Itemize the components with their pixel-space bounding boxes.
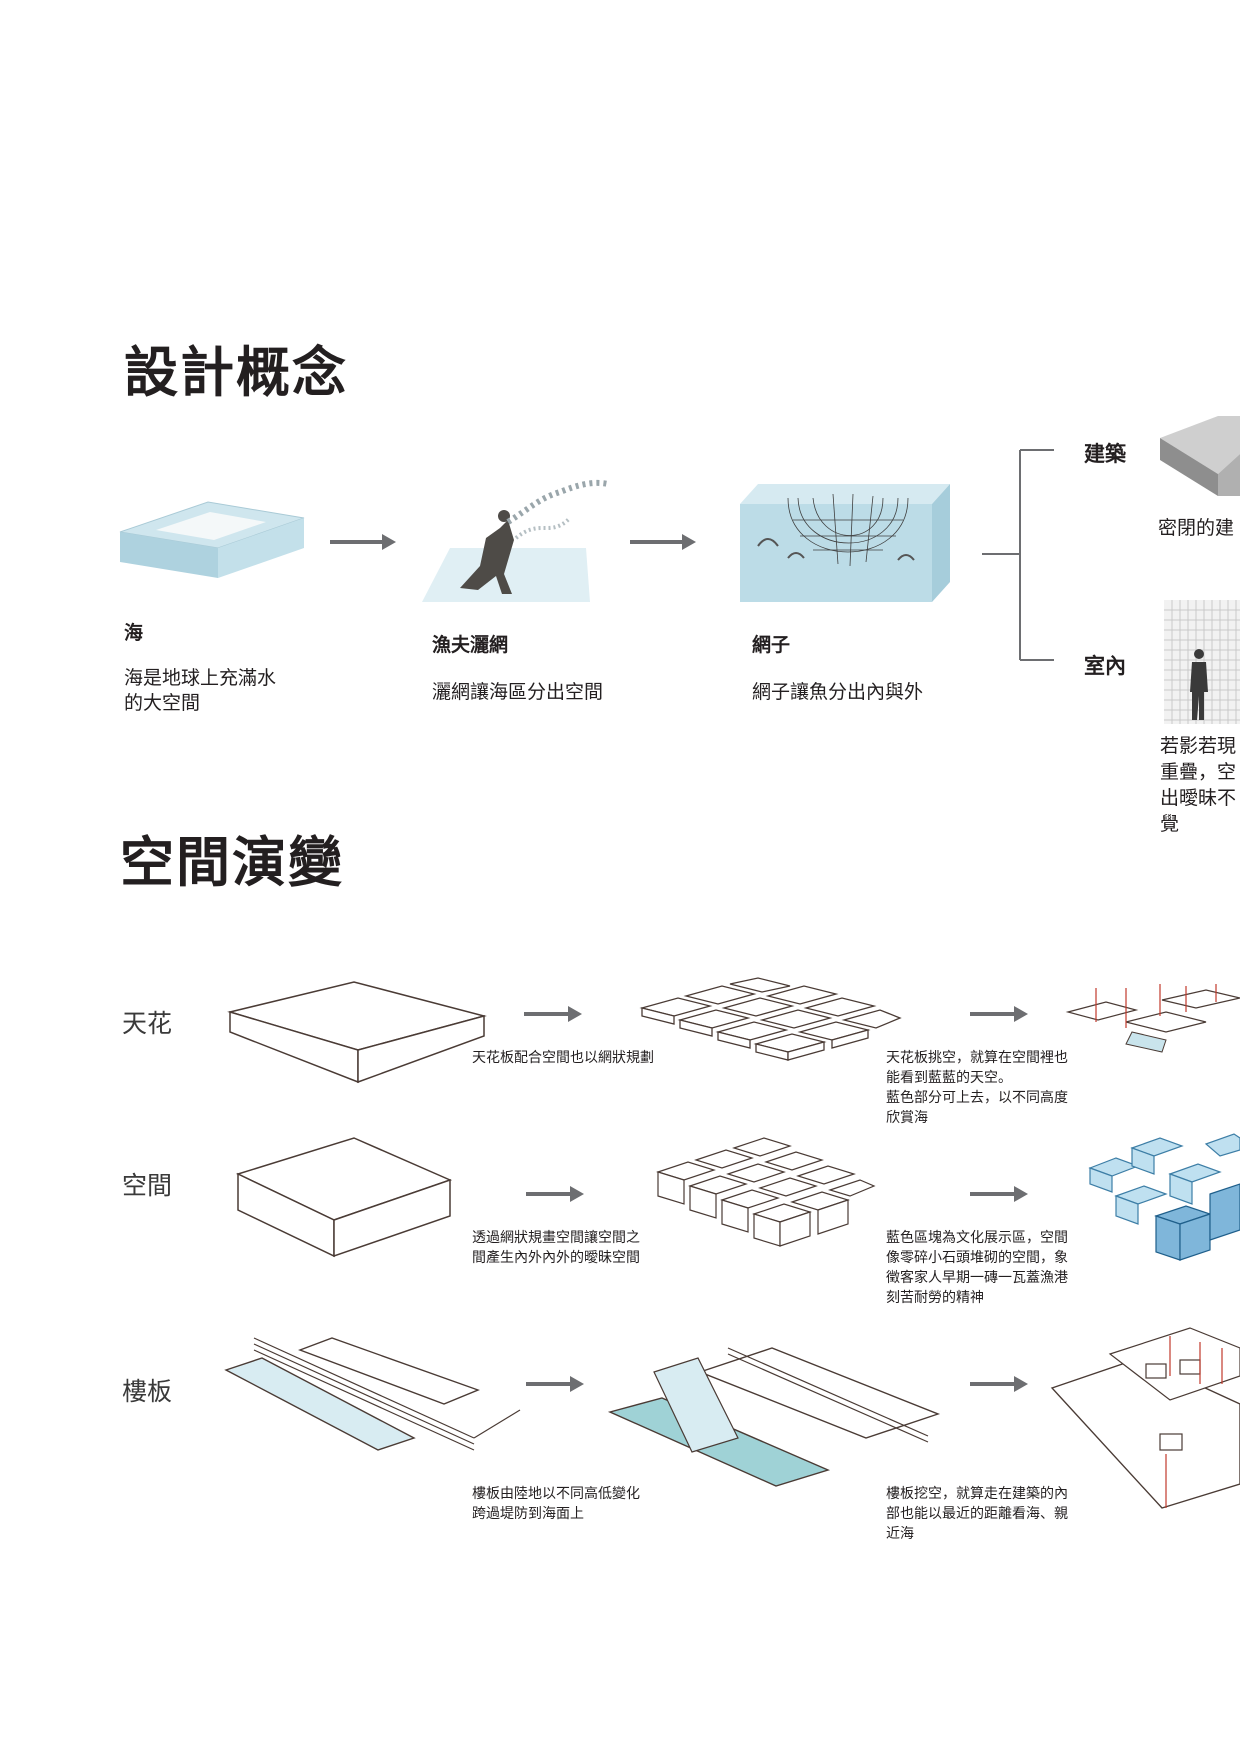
arrow-icon	[970, 1376, 1028, 1392]
arrow-icon	[330, 534, 396, 550]
step-net-title: 網子	[752, 634, 791, 656]
ceiling-grid-tiles-illustration	[639, 977, 902, 1061]
row-floor-note-a: 樓板由陸地以不同高低變化 跨過堤防到海面上	[472, 1486, 640, 1522]
row-label-floor: 樓板	[122, 1377, 173, 1406]
fisherman-casting-net-illustration	[422, 480, 609, 602]
arrow-icon	[630, 534, 696, 550]
space-blue-blocks-illustration	[1088, 1133, 1240, 1261]
closed-building-illustration	[1160, 416, 1240, 496]
arrow-icon	[524, 1006, 582, 1022]
arrow-icon	[970, 1006, 1028, 1022]
row-ceiling-note-b: 天花板挑空，就算在空間裡也 能看到藍藍的天空。 藍色部分可上去，以不同高度 欣賞…	[886, 1050, 1068, 1126]
row-floor-note-b: 樓板挖空，就算走在建築的內 部也能以最近的距離看海、親 近海	[886, 1486, 1068, 1542]
row-label-ceiling: 天花	[122, 1009, 173, 1038]
space-block-illustration	[235, 1137, 453, 1258]
branch-label-building: 建築	[1084, 442, 1126, 466]
branch-interior-desc: 若影若現 重疊，空 出曖昧不 覺	[1160, 735, 1237, 835]
floor-slabs-illustration	[224, 1337, 521, 1451]
row-space-note-a: 透過網狀規畫空間讓空間之 間產生內外內外的曖昧空間	[472, 1230, 640, 1266]
net-in-water-illustration	[740, 484, 950, 602]
interior-grid-figure-illustration	[1164, 600, 1240, 724]
step-sea-desc: 海是地球上充滿水 的大空間	[124, 667, 277, 714]
row-label-space: 空間	[122, 1171, 173, 1200]
ceiling-slab-illustration	[227, 981, 487, 1084]
step-fisher-desc: 灑網讓海區分出空間	[432, 681, 604, 703]
floor-hollowed-illustration	[1050, 1327, 1240, 1509]
arrow-icon	[526, 1376, 584, 1392]
sea-box-illustration	[119, 501, 305, 578]
branch-label-interior: 室內	[1084, 654, 1126, 678]
step-sea-title: 海	[124, 622, 144, 644]
branch-building-desc: 密閉的建	[1158, 517, 1235, 539]
step-net-desc: 網子讓魚分出內與外	[752, 681, 924, 703]
arrow-icon	[526, 1186, 584, 1202]
row-space-note-b: 藍色區塊為文化展示區，空間 像零碎小石頭堆砌的空間，象 徵客家人早期一磚一瓦蓋漁…	[886, 1230, 1068, 1306]
branch-bracket	[982, 449, 1054, 661]
section-title-design-concept: 設計概念	[124, 341, 348, 404]
space-grid-blocks-illustration	[656, 1137, 876, 1247]
arrow-icon	[970, 1186, 1028, 1202]
floor-slabs-raised-illustration	[607, 1347, 941, 1487]
row-ceiling-note-a: 天花板配合空間也以網狀規劃	[472, 1050, 654, 1066]
step-fisher-title: 漁夫灑網	[432, 634, 509, 656]
ceiling-opened-illustration	[1065, 984, 1240, 1053]
section-title-space-evolution: 空間演變	[120, 831, 344, 894]
